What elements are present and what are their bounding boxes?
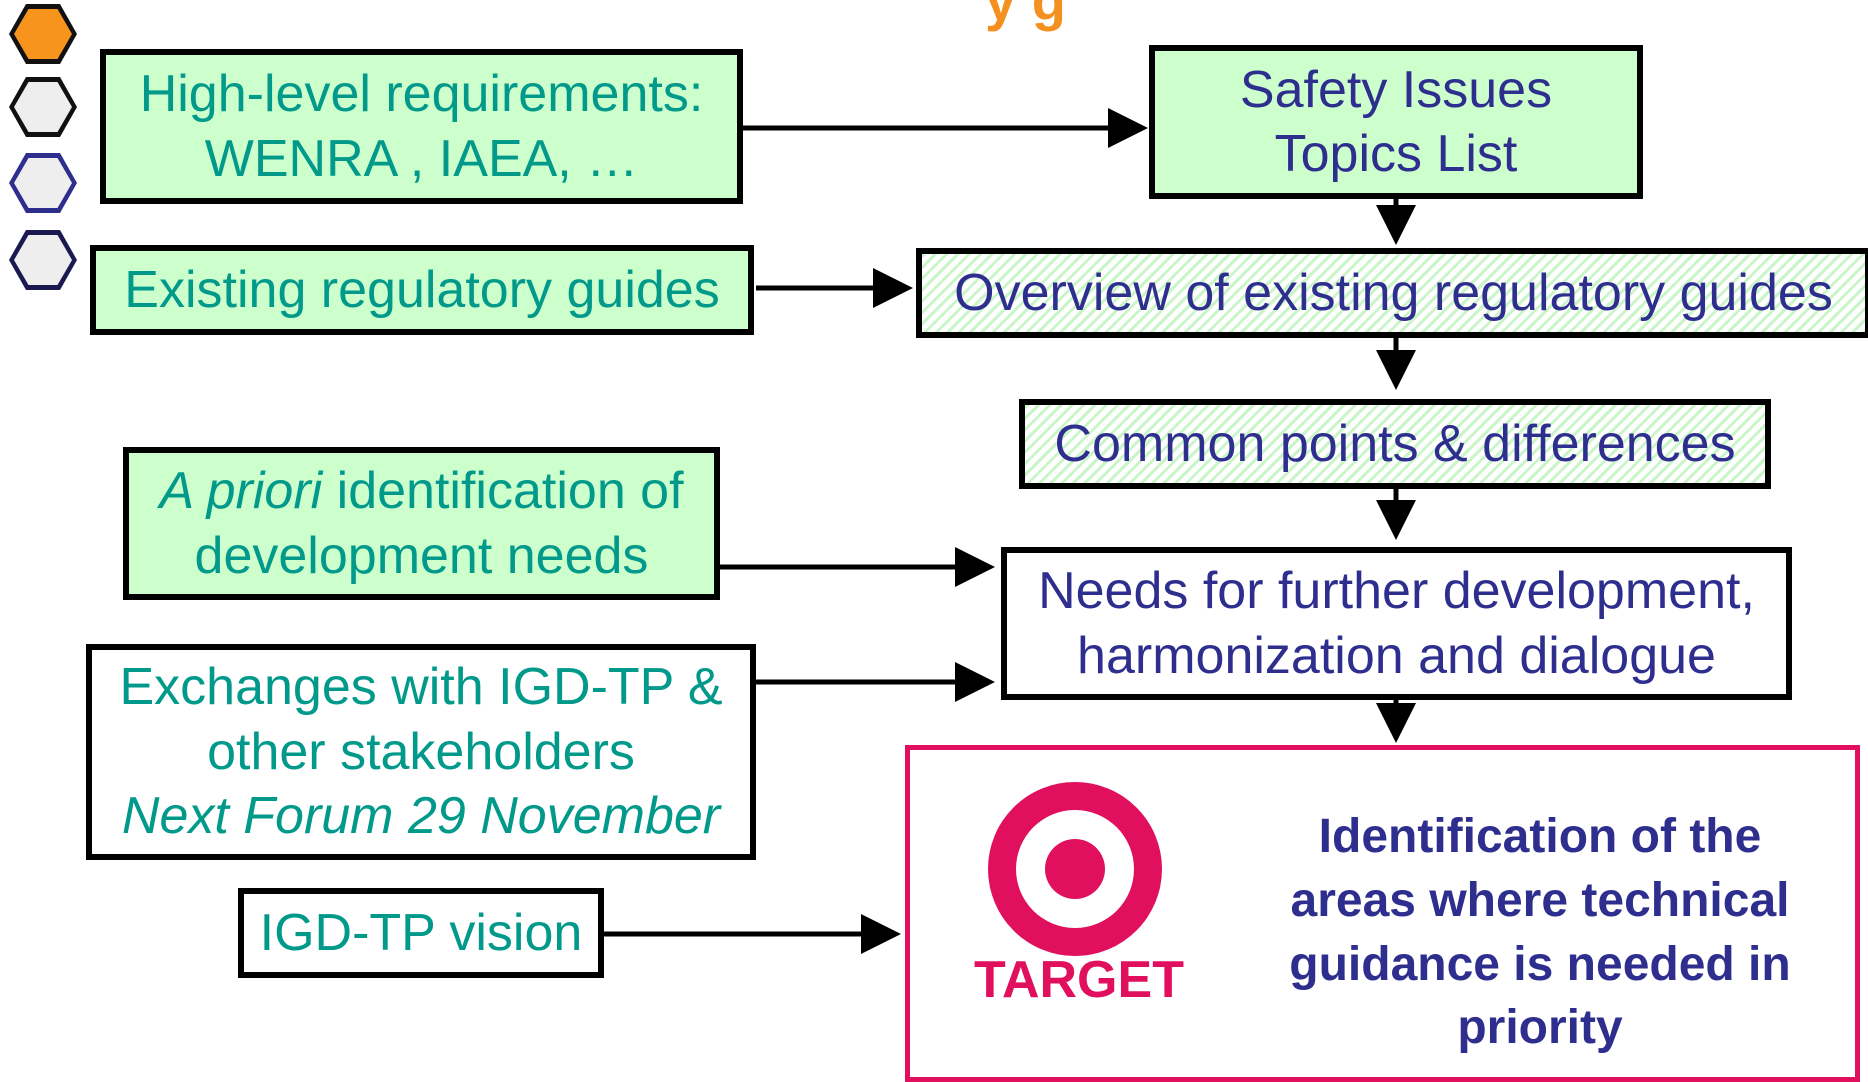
a-priori-line-1: A priori identification of <box>159 459 683 523</box>
existing-regulatory-guides-box: Existing regulatory guides <box>90 245 754 335</box>
target-line-3: guidance is needed in <box>1289 937 1791 991</box>
target-text: Identification of the areas where techni… <box>1240 805 1840 1060</box>
igd-tp-vision-label: IGD-TP vision <box>259 903 583 962</box>
hexagon-orange-icon <box>9 4 77 64</box>
common-points-label: Common points & differences <box>1054 414 1736 473</box>
safety-issues-line-2: Topics List <box>1274 125 1518 183</box>
safety-issues-line-1: Safety Issues <box>1239 60 1553 119</box>
safety-issues-box: Safety Issues Topics List <box>1149 45 1643 199</box>
high-level-line-2: WENRA , IAEA, … <box>204 129 639 188</box>
high-level-requirements-box: High-level requirements: WENRA , IAEA, … <box>100 49 743 204</box>
target-line-4: priority <box>1457 1001 1623 1055</box>
hexagon-blue-icon <box>9 153 77 213</box>
target-label: TARGET <box>974 951 1184 1009</box>
high-level-line-1: High-level requirements: <box>139 65 704 124</box>
exchanges-line-2: other stakeholders <box>207 722 635 781</box>
a-priori-italic: A priori <box>159 462 323 521</box>
common-points-box: Common points & differences <box>1019 399 1771 489</box>
overview-label: Overview of existing regulatory guides <box>954 263 1833 322</box>
target-icon <box>988 782 1162 956</box>
exchanges-italic-line: Next Forum 29 November <box>121 787 721 846</box>
a-priori-rest: identification of <box>322 462 684 521</box>
exchanges-line-1: Exchanges with IGD-TP & <box>119 658 723 717</box>
needs-line-2: harmonization and dialogue <box>1077 626 1716 685</box>
igd-tp-vision-box: IGD-TP vision <box>238 888 604 978</box>
target-box: TARGET Identification of the areas where… <box>905 745 1860 1082</box>
hexagon-navy-icon <box>9 230 77 290</box>
target-line-1: Identification of the <box>1318 810 1762 863</box>
exchanges-box: Exchanges with IGD-TP & other stakeholde… <box>86 644 756 860</box>
title-fragment: y g <box>985 0 1066 32</box>
target-line-2: areas where technical <box>1290 873 1790 927</box>
needs-line-1: Needs for further development, <box>1038 562 1755 621</box>
a-priori-identification-box: A priori identification of development n… <box>123 447 720 600</box>
needs-box: Needs for further development, harmoniza… <box>1001 547 1792 700</box>
hexagon-grey-icon <box>9 77 77 137</box>
overview-box: Overview of existing regulatory guides <box>916 248 1868 338</box>
existing-guides-label: Existing regulatory guides <box>124 260 720 319</box>
a-priori-line-2: development needs <box>194 526 649 585</box>
